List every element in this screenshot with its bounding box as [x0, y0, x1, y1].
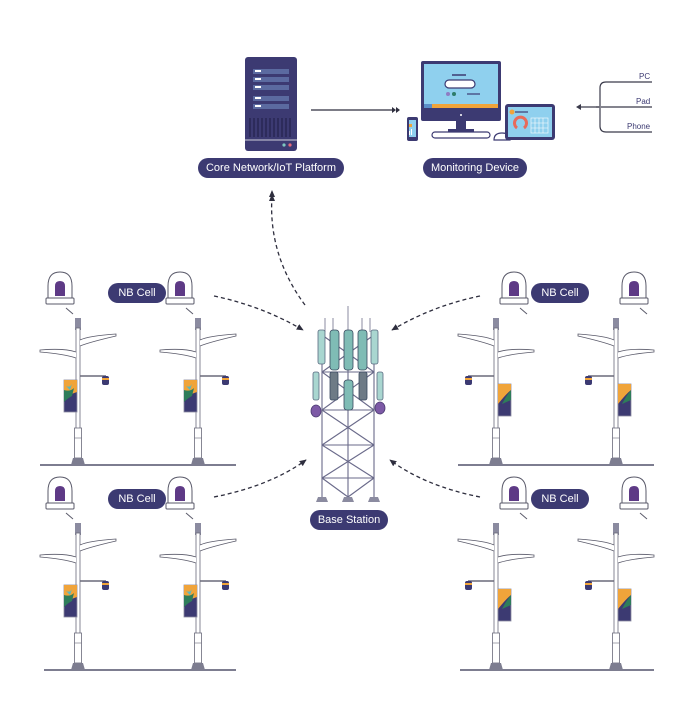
nb-cell-label: NB Cell [108, 489, 166, 509]
nb-sensor-icon [499, 476, 529, 520]
edge-nb-tl-to-base [213, 295, 304, 331]
endpoint-phone-label: Phone [627, 122, 651, 131]
edge-nb-br-to-base [389, 459, 481, 498]
monitoring-device-label: Monitoring Device [423, 158, 527, 178]
endpoint-pc-label: PC [639, 72, 651, 81]
nb-cell-label: NB Cell [531, 283, 589, 303]
street-lamp [39, 522, 117, 671]
edge-nb-tr-to-base [391, 295, 481, 331]
nb-sensor-icon [45, 271, 75, 315]
base-station-label: Base Station [310, 510, 388, 530]
street-lamp [159, 522, 237, 671]
street-lamp-group-bottom-left [39, 476, 237, 671]
street-lamp-group-top-left [39, 271, 237, 466]
nb-sensor-icon [499, 271, 529, 315]
server-icon [245, 57, 297, 151]
street-lamp [457, 317, 535, 466]
street-lamp-group-top-right [457, 271, 655, 466]
street-lamp [39, 317, 117, 466]
street-lamp [457, 522, 535, 671]
nb-sensor-icon [619, 476, 649, 520]
nb-cell-label: NB Cell [108, 283, 166, 303]
nb-sensor-icon [45, 476, 75, 520]
nb-sensor-icon [165, 271, 195, 315]
nb-sensor-icon [619, 271, 649, 315]
nb-sensor-icon [165, 476, 195, 520]
street-lamp-group-bottom-right [457, 476, 655, 671]
nb-cell-label: NB Cell [531, 489, 589, 509]
street-lamp [577, 522, 655, 671]
cell-tower-icon [310, 306, 386, 502]
computer-icon [407, 61, 555, 141]
core-network-label: Core Network/IoT Platform [198, 158, 344, 178]
edge-base-to-core [270, 195, 306, 306]
endpoint-bracket [580, 81, 652, 133]
street-lamp [159, 317, 237, 466]
street-lamp [577, 317, 655, 466]
endpoint-pad-label: Pad [636, 97, 651, 106]
